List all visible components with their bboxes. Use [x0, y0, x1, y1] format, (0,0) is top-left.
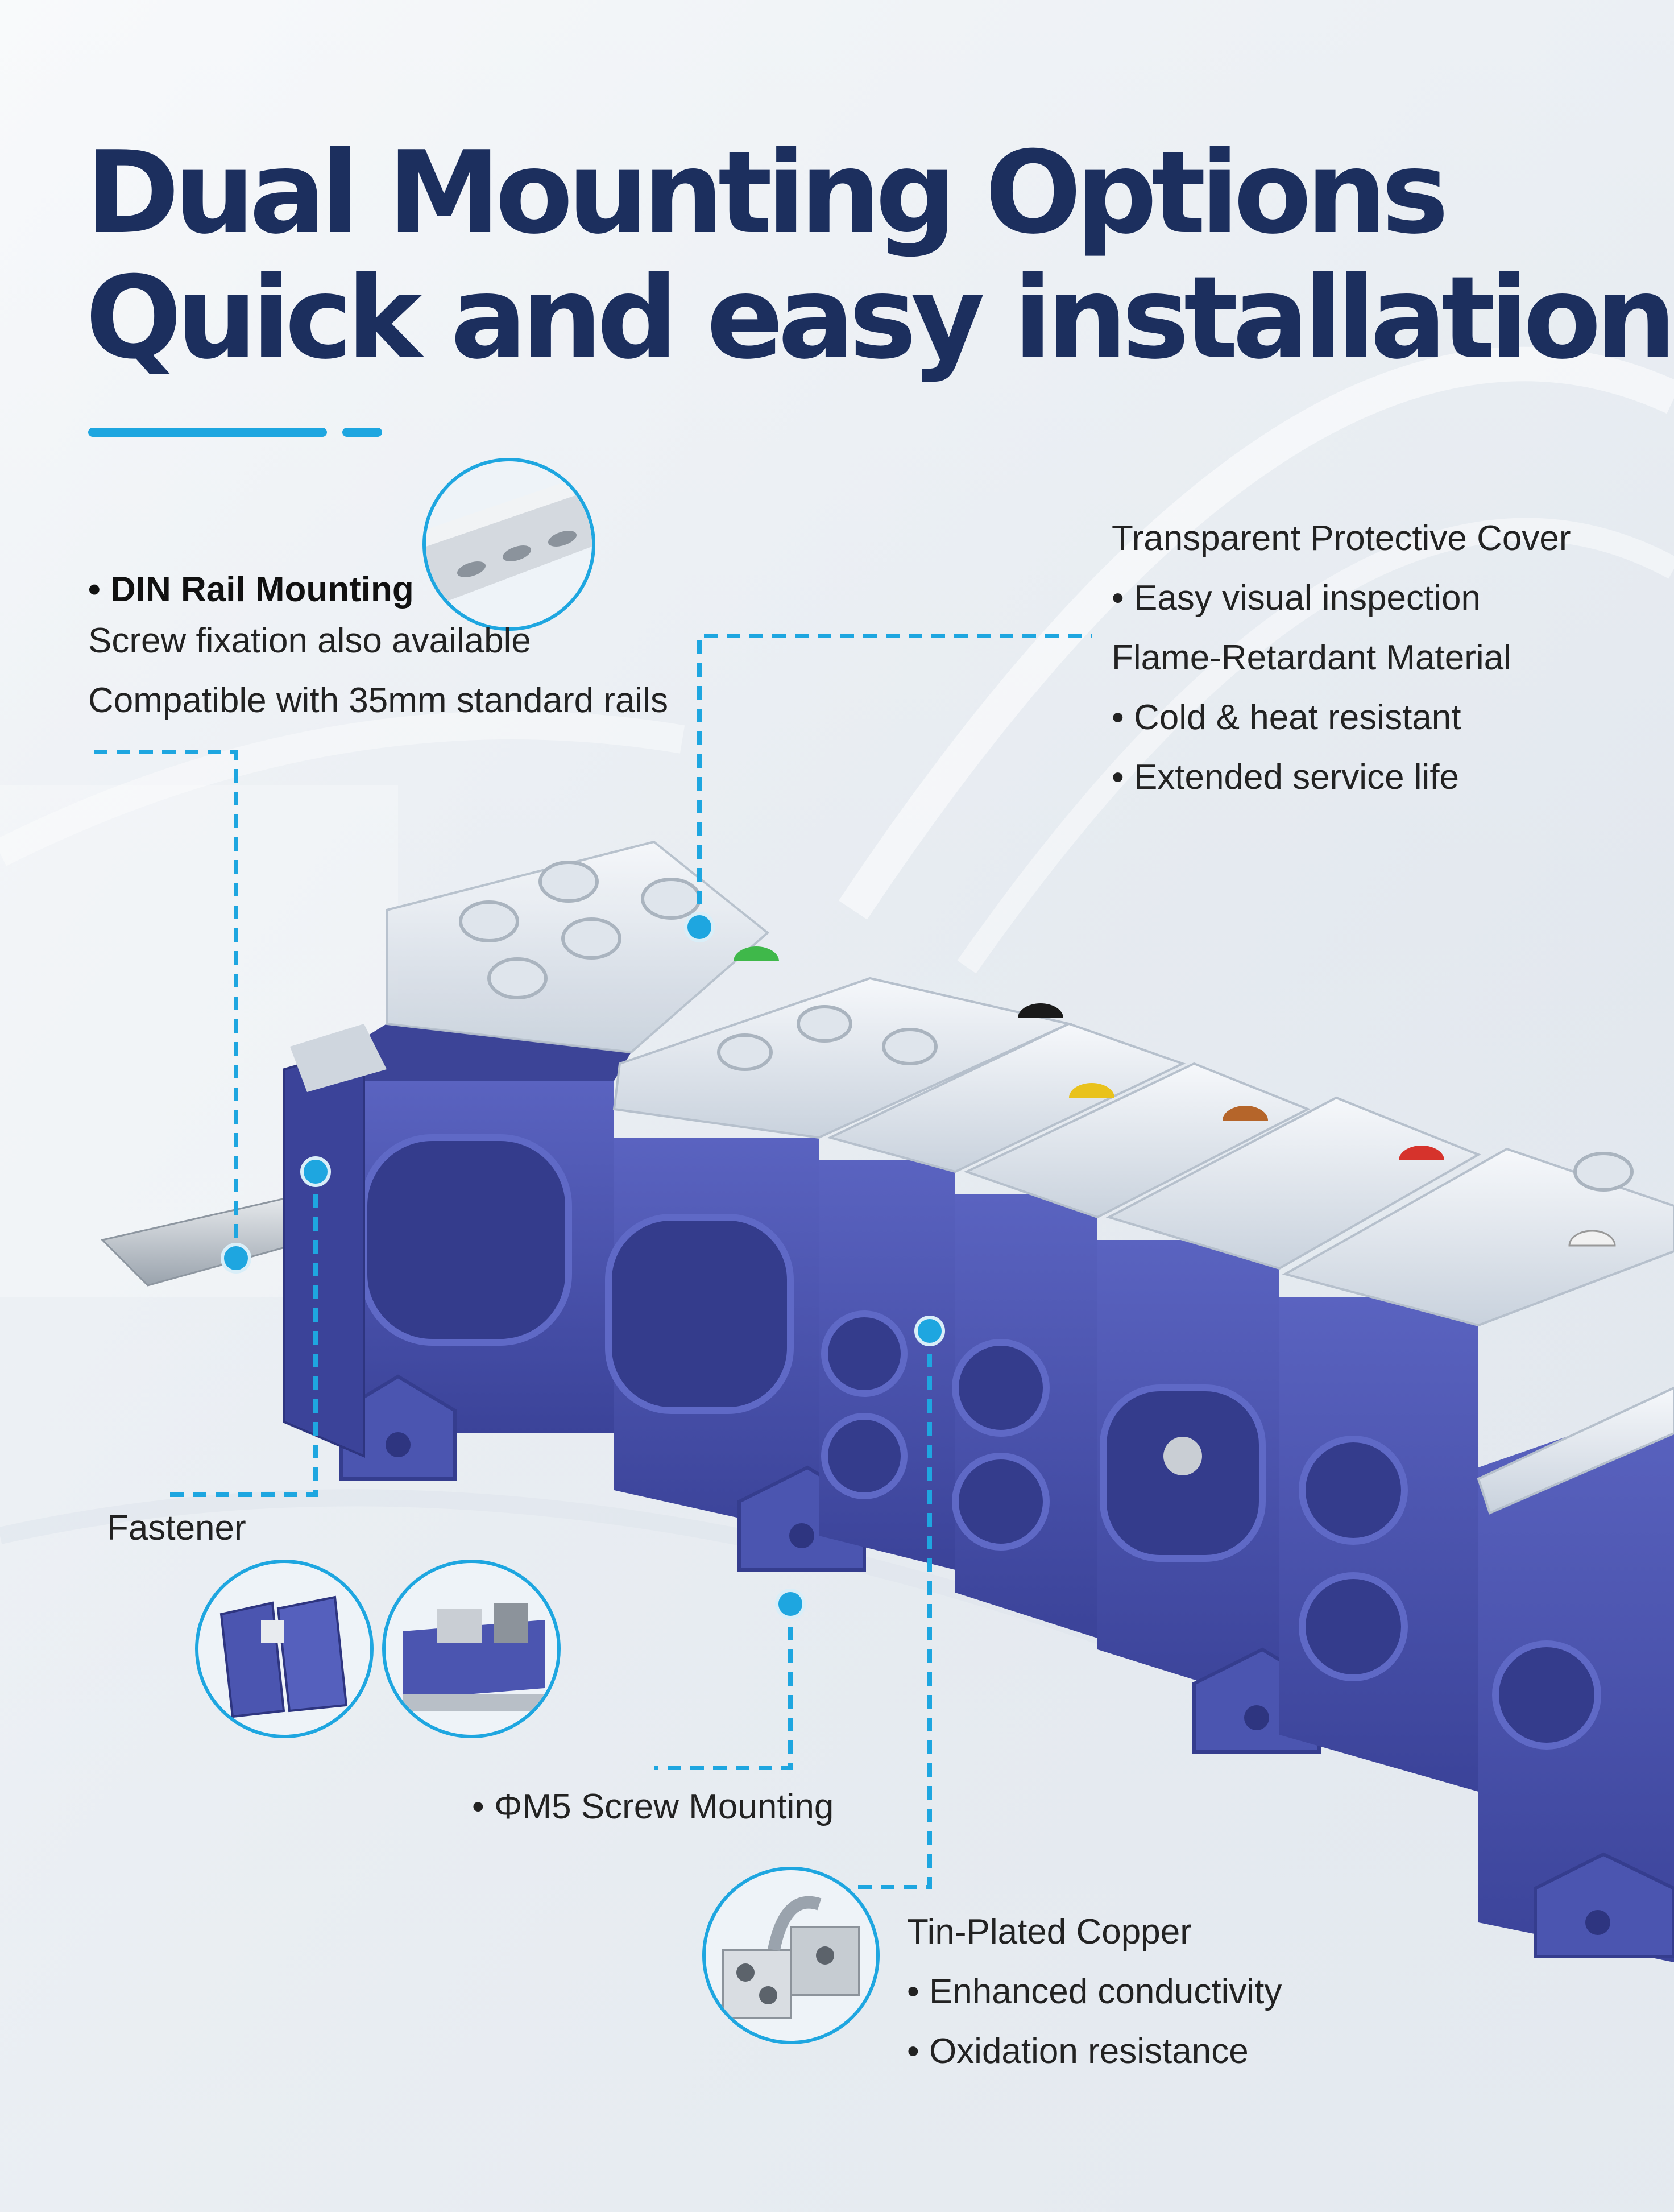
- material-bullet-1-text: Cold & heat resistant: [1133, 698, 1461, 737]
- bullet: •: [1112, 758, 1124, 797]
- cover-bullet-1: • Easy visual inspection: [1112, 577, 1481, 619]
- bullet: •: [907, 1972, 919, 2011]
- title-underline-short: [342, 428, 382, 437]
- screw-mounting-text: ΦM5 Screw Mounting: [494, 1787, 834, 1826]
- bullet: •: [1112, 698, 1124, 737]
- fastener-label: Fastener: [107, 1508, 246, 1548]
- copper-bullet-2-text: Oxidation resistance: [929, 2032, 1249, 2071]
- page-title-line-2: Quick and easy installation: [85, 252, 1674, 384]
- bullet: •: [472, 1787, 484, 1826]
- cover-callout-dot: [684, 912, 715, 942]
- copper-bullet-1-text: Enhanced conductivity: [929, 1972, 1282, 2011]
- din-rail-callout-dot: [221, 1243, 251, 1274]
- din-rail-line-1: Screw fixation also available: [88, 621, 531, 660]
- screw-mounting-label: • ΦM5 Screw Mounting: [472, 1786, 834, 1828]
- din-rail-line-2: Compatible with 35mm standard rails: [88, 681, 668, 720]
- copper-connector-icon: [722, 1896, 860, 2019]
- copper-bullet-1: • Enhanced conductivity: [907, 1971, 1282, 2013]
- fastener-detail-2: [382, 1560, 561, 1738]
- title-underline-long: [88, 428, 327, 437]
- material-heading: Flame-Retardant Material: [1112, 638, 1511, 677]
- screw-callout-dot: [775, 1589, 806, 1619]
- copper-heading: Tin-Plated Copper: [907, 1912, 1192, 1951]
- material-bullet-2: • Extended service life: [1112, 756, 1459, 799]
- din-rail-icon: [426, 473, 592, 609]
- fastener-detail-1: [195, 1560, 374, 1738]
- fastener-icon: [219, 1595, 348, 1718]
- fastener-mounted-icon: [403, 1603, 545, 1711]
- din-rail-detail: [422, 458, 595, 631]
- copper-callout-dot: [914, 1316, 945, 1346]
- bullet: •: [1112, 578, 1124, 618]
- din-rail-heading: • DIN Rail Mounting: [88, 569, 414, 611]
- bullet: •: [907, 2032, 919, 2071]
- copper-bullet-2: • Oxidation resistance: [907, 2031, 1249, 2073]
- page-title-line-1: Dual Mounting Options: [85, 127, 1449, 259]
- cover-bullet-1-text: Easy visual inspection: [1133, 578, 1481, 618]
- cover-heading: Transparent Protective Cover: [1112, 519, 1571, 558]
- fastener-callout-dot: [300, 1156, 331, 1187]
- material-bullet-1: • Cold & heat resistant: [1112, 697, 1461, 739]
- din-rail-heading-text: DIN Rail Mounting: [110, 570, 414, 609]
- bullet: •: [88, 570, 101, 609]
- material-bullet-2-text: Extended service life: [1133, 758, 1460, 797]
- copper-detail: [702, 1867, 880, 2044]
